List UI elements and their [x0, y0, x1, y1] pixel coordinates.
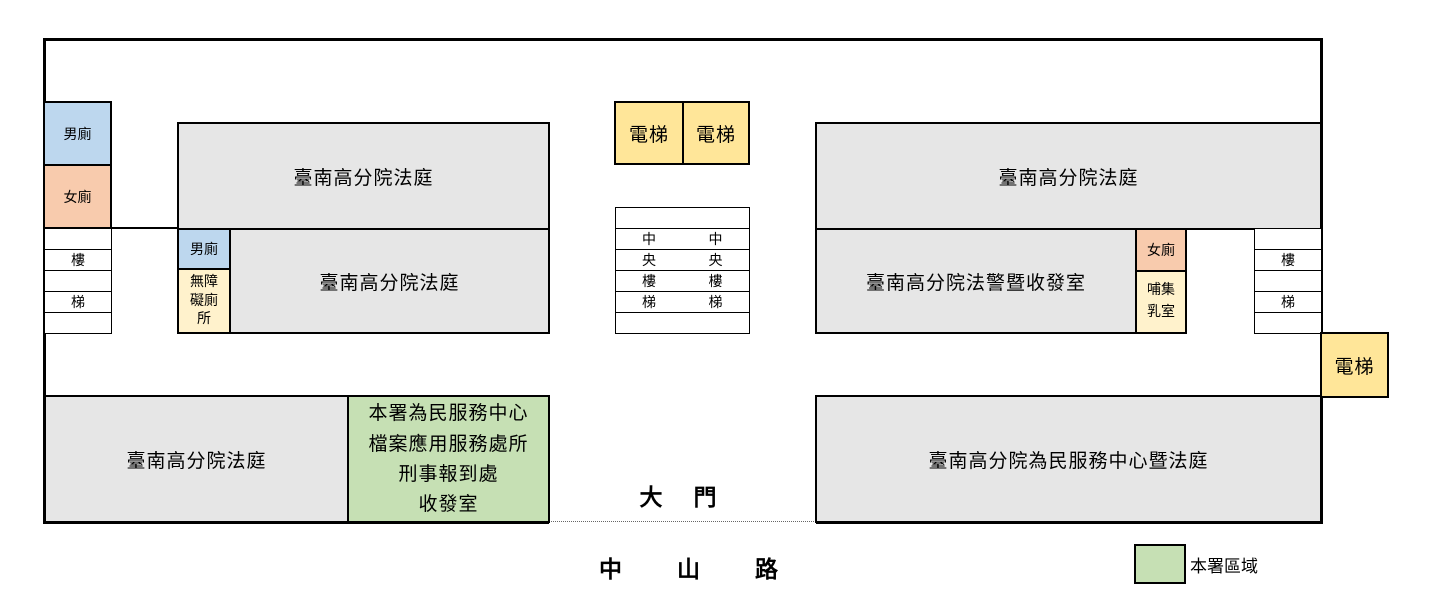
stair-step: 梯: [1254, 292, 1322, 313]
womens-toilet-right: 女廁: [1135, 228, 1187, 272]
nursing-room-line: 哺集: [1147, 282, 1175, 299]
left-staircase: 樓梯: [44, 228, 112, 334]
central-staircase-b: 中央樓梯: [682, 207, 750, 334]
legend-swatch: [1134, 544, 1186, 584]
police-mail-room: 臺南高分院法警暨收發室: [815, 228, 1137, 334]
stair-step: 樓: [615, 271, 683, 292]
accessible-toilet: 無障礙廁所: [177, 268, 231, 334]
agency-service-area: 本署為民服務中心檔案應用服務處所刑事報到處收發室: [347, 395, 550, 523]
stair-step: [1254, 228, 1322, 250]
service-center-court: 臺南高分院為民服務中心暨法庭: [815, 395, 1322, 523]
agency-area-line: 刑事報到處: [398, 463, 499, 485]
gate-opening: [549, 521, 816, 524]
stair-step: [44, 271, 112, 292]
stair-step: 樓: [682, 271, 750, 292]
agency-area-line: 收發室: [418, 493, 479, 516]
road-label: 中 山 路: [599, 556, 781, 583]
stair-step: 央: [682, 250, 750, 271]
stair-step: 中: [682, 229, 750, 250]
agency-area-line: 本署為民服務中心: [368, 402, 529, 425]
stair-step: 樓: [1254, 250, 1322, 271]
stair-step: [682, 313, 750, 334]
stair-step: [1254, 313, 1322, 334]
nursing-room-line: 乳室: [1147, 304, 1175, 320]
court-top-left: 臺南高分院法庭: [177, 122, 550, 230]
court-top-right: 臺南高分院法庭: [815, 122, 1322, 230]
elevator-right: 電梯: [1320, 332, 1389, 398]
elevator-top-a: 電梯: [614, 101, 684, 165]
stair-step: 梯: [682, 292, 750, 313]
accessible-toilet-line: 所: [197, 311, 211, 328]
mens-toilet-left: 男廁: [43, 101, 112, 166]
elevator-top-b: 電梯: [682, 101, 750, 165]
stair-step: 中: [615, 229, 683, 250]
stair-step: [44, 228, 112, 250]
stair-step: 梯: [44, 292, 112, 313]
stair-step: 央: [615, 250, 683, 271]
stair-step: 樓: [44, 250, 112, 271]
mens-toilet-inner: 男廁: [177, 228, 231, 270]
stair-step: [615, 313, 683, 334]
central-staircase-a: 中央樓梯: [615, 207, 683, 334]
stair-step: [44, 313, 112, 334]
court-mid-left: 臺南高分院法庭: [229, 228, 550, 334]
accessible-toilet-line: 無障: [190, 273, 218, 290]
womens-toilet-left: 女廁: [43, 164, 112, 229]
stair-step: [615, 207, 683, 229]
stair-step: [682, 207, 750, 229]
legend: 本署區域: [1134, 543, 1294, 585]
agency-area-line: 檔案應用服務處所: [368, 432, 529, 455]
stair-step: [1254, 271, 1322, 292]
accessible-toilet-line: 礙廁: [190, 292, 218, 309]
court-bottom-left: 臺南高分院法庭: [44, 395, 349, 523]
corridor-line: [112, 227, 179, 229]
right-staircase: 樓梯: [1254, 228, 1322, 334]
nursing-room: 哺集乳室: [1135, 270, 1187, 334]
main-gate-label: 大 門: [639, 484, 721, 511]
legend-label: 本署區域: [1190, 556, 1258, 577]
stair-step: 梯: [615, 292, 683, 313]
